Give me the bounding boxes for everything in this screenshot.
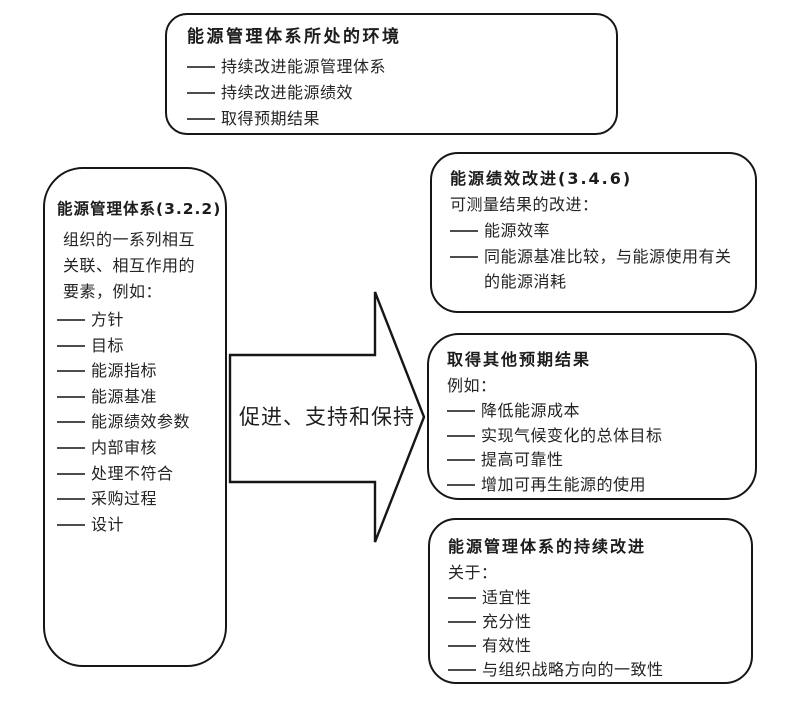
list-item: 能源指标 [57, 358, 219, 384]
dash-bullet-line [447, 459, 475, 461]
continual-improvement-title: 能源管理体系的持续改进 [448, 537, 647, 556]
dash-bullet-line [57, 319, 85, 321]
list-item: 能源效率 [450, 218, 747, 244]
dash-bullet-line [448, 669, 476, 671]
promote-arrow-shape [228, 291, 426, 543]
list-item: 内部审核 [57, 435, 219, 461]
list-item: 降低能源成本 [447, 399, 747, 424]
enms-box-items: 方针目标能源指标能源基准能源绩效参数内部审核处理不符合采购过程设计 [57, 307, 219, 537]
list-item: 与组织战略方向的一致性 [448, 658, 743, 682]
list-item: 能源绩效参数 [57, 409, 219, 435]
list-item-text: 持续改进能源绩效 [221, 83, 354, 102]
continual-improvement-box: 能源管理体系的持续改进 关于： 适宜性充分性有效性与组织战略方向的一致性 [428, 518, 753, 684]
list-item-text: 能源效率 [484, 221, 551, 240]
list-item-text: 持续改进能源管理体系 [221, 57, 387, 76]
list-item: 增加可再生能源的使用 [447, 473, 747, 498]
list-item-text: 有效性 [482, 636, 532, 655]
enms-box: 能源管理体系(3.2.2) 组织的一系列相互关联、相互作用的要素，例如： 方针目… [43, 167, 227, 667]
dash-bullet-line [448, 621, 476, 623]
dash-bullet-line [187, 92, 215, 94]
context-box-items: 持续改进能源管理体系持续改进能源绩效取得预期结果 [187, 54, 602, 132]
list-item-text: 降低能源成本 [481, 401, 581, 420]
list-item: 适宜性 [448, 586, 743, 610]
list-item-text: 方针 [91, 310, 125, 329]
list-item: 提高可靠性 [447, 448, 747, 473]
list-item-text: 取得预期结果 [221, 109, 321, 128]
enms-box-description: 组织的一系列相互关联、相互作用的要素，例如： [63, 230, 196, 301]
other-outcomes-box: 取得其他预期结果 例如： 降低能源成本实现气候变化的总体目标提高可靠性增加可再生… [427, 333, 757, 500]
continual-improvement-intro: 关于： [448, 563, 498, 582]
list-item: 采购过程 [57, 486, 219, 512]
list-item-text: 设计 [91, 514, 125, 534]
list-item-text: 充分性 [482, 612, 532, 631]
dash-bullet-line [447, 410, 475, 412]
dash-bullet-line [187, 118, 215, 120]
dash-bullet-line [57, 498, 85, 501]
promote-arrow-label: 促进、支持和保持 [239, 405, 415, 429]
list-item-text: 同能源基准比较，与能源使用有关的能源消耗 [484, 246, 732, 292]
list-item-text: 提高可靠性 [481, 450, 564, 469]
dash-bullet-line [450, 230, 478, 232]
list-item: 目标 [57, 333, 219, 359]
other-outcomes-intro: 例如： [447, 376, 497, 395]
dash-bullet-line [57, 523, 85, 526]
list-item: 持续改进能源管理体系 [187, 54, 602, 80]
enms-box-title: 能源管理体系(3.2.2) [57, 200, 222, 218]
dash-bullet-line [57, 446, 85, 449]
list-item-text: 能源指标 [91, 361, 158, 381]
list-item-text: 与组织战略方向的一致性 [482, 660, 664, 679]
other-outcomes-items: 降低能源成本实现气候变化的总体目标提高可靠性增加可再生能源的使用 [447, 399, 747, 497]
dash-bullet-line [57, 421, 85, 424]
list-item-text: 能源绩效参数 [91, 412, 191, 432]
list-item: 实现气候变化的总体目标 [447, 424, 747, 449]
list-item: 处理不符合 [57, 461, 219, 487]
other-outcomes-title: 取得其他预期结果 [447, 350, 592, 369]
list-item-text: 处理不符合 [91, 463, 174, 483]
list-item-text: 能源基准 [91, 386, 158, 406]
performance-improvement-intro: 可测量结果的改进： [450, 195, 599, 214]
performance-improvement-items: 能源效率同能源基准比较，与能源使用有关的能源消耗 [450, 218, 747, 295]
list-item: 充分性 [448, 610, 743, 634]
list-item: 有效性 [448, 634, 743, 658]
list-item: 设计 [57, 512, 219, 538]
list-item: 方针 [57, 307, 219, 333]
dash-bullet-line [450, 255, 478, 258]
list-item: 能源基准 [57, 384, 219, 410]
list-item: 持续改进能源绩效 [187, 80, 602, 106]
list-item: 同能源基准比较，与能源使用有关的能源消耗 [450, 244, 747, 295]
list-item-text: 适宜性 [482, 588, 532, 607]
list-item-text: 采购过程 [91, 489, 158, 509]
dash-bullet-line [448, 645, 476, 647]
performance-improvement-title: 能源绩效改进(3.4.6) [450, 169, 633, 188]
dash-bullet-line [447, 434, 475, 437]
dash-bullet-line [448, 597, 476, 599]
dash-bullet-line [447, 483, 475, 486]
list-item: 取得预期结果 [187, 106, 602, 132]
dash-bullet-line [187, 66, 215, 68]
list-item-text: 目标 [91, 335, 125, 355]
dash-bullet-line [57, 395, 85, 398]
context-box-title: 能源管理体系所处的环境 [187, 27, 402, 47]
dash-bullet-line [57, 344, 85, 347]
dash-bullet-line [57, 370, 85, 373]
list-item-text: 增加可再生能源的使用 [481, 474, 647, 494]
context-box: 能源管理体系所处的环境 持续改进能源管理体系持续改进能源绩效取得预期结果 [165, 13, 618, 135]
continual-improvement-items: 适宜性充分性有效性与组织战略方向的一致性 [448, 586, 743, 682]
list-item-text: 内部审核 [91, 437, 158, 457]
performance-improvement-box: 能源绩效改进(3.4.6) 可测量结果的改进： 能源效率同能源基准比较，与能源使… [430, 152, 757, 313]
list-item-text: 实现气候变化的总体目标 [481, 425, 663, 445]
dash-bullet-line [57, 472, 85, 475]
